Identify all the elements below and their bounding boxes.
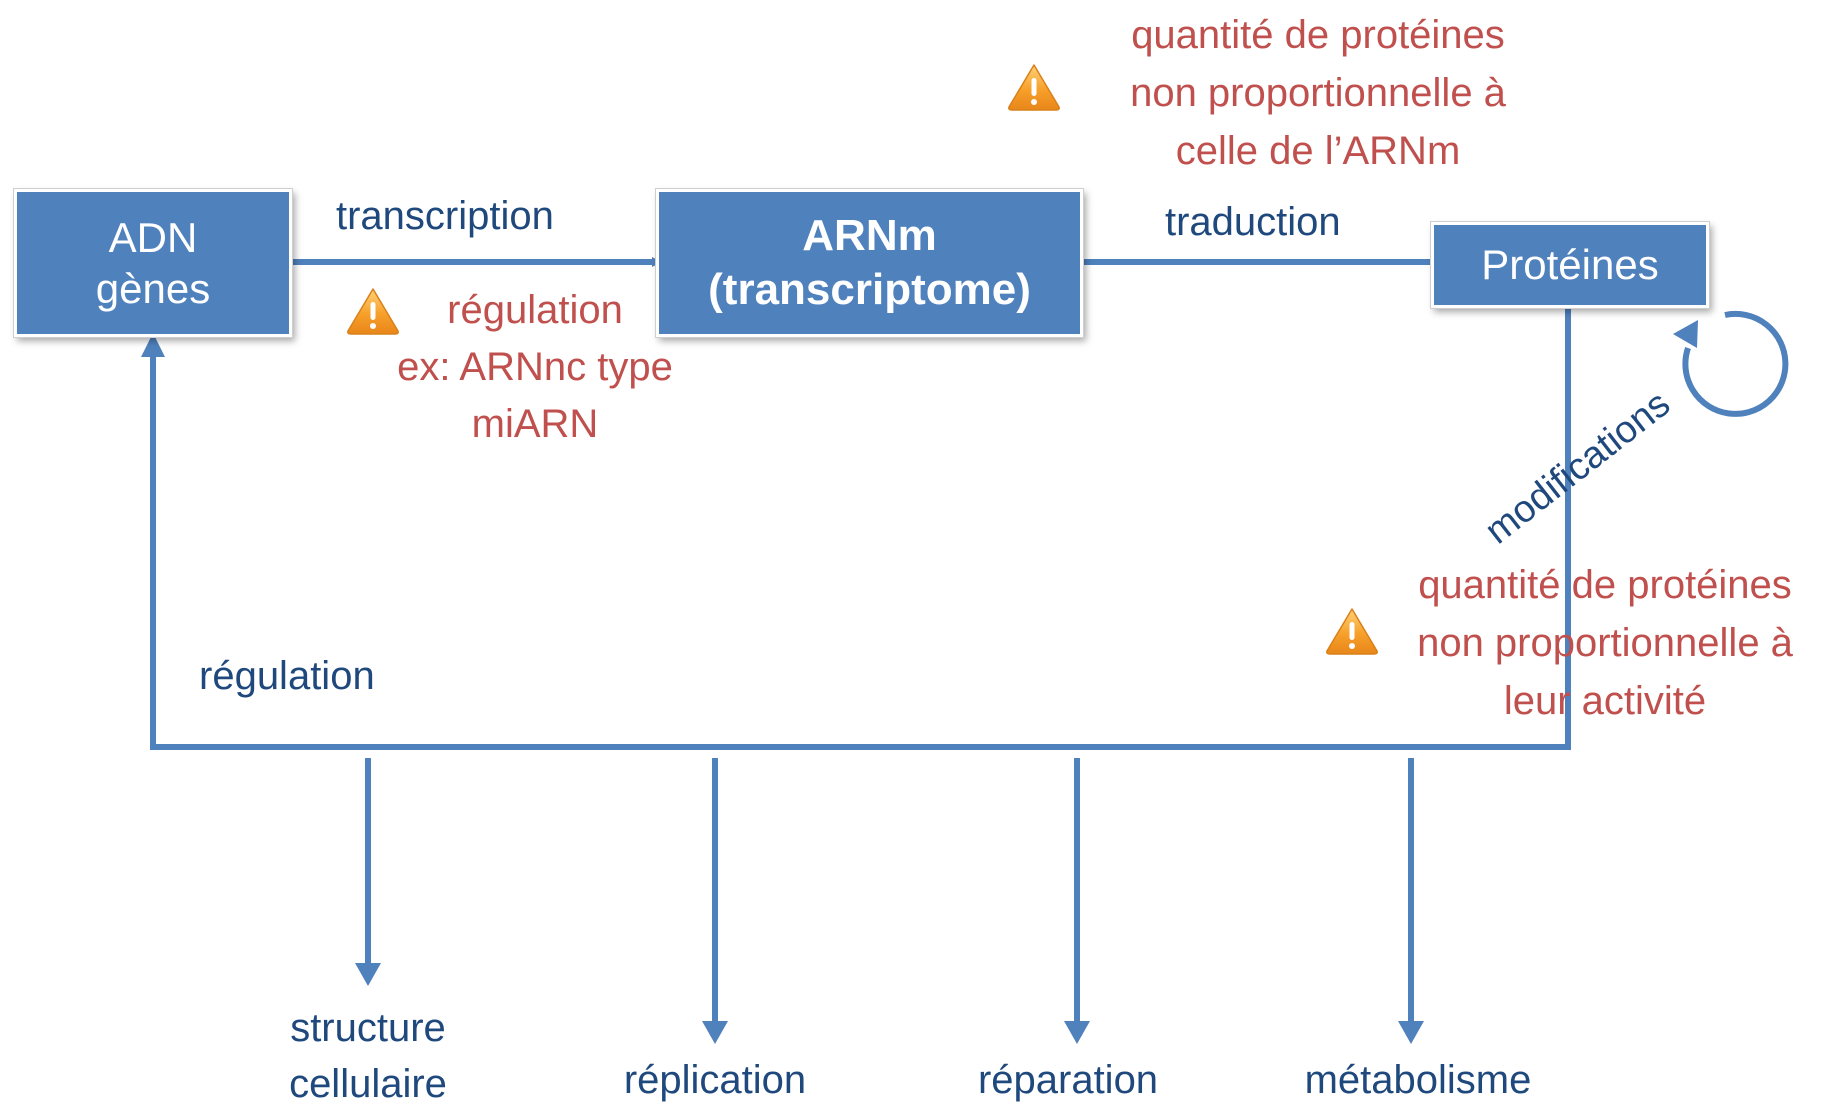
warning-text-activite: quantité de protéines non proportionnell… [1385, 556, 1824, 730]
warning-transcription-line3: miARN [471, 402, 599, 446]
node-proteines: Protéines [1431, 222, 1709, 308]
warning-transcription-line1: régulation [447, 288, 623, 332]
node-adn-line2: gènes [95, 265, 211, 312]
node-arnm-line2: (transcriptome) [708, 265, 1031, 314]
output-structure-label: structure cellulaire [248, 1000, 488, 1112]
warning-text-transcription: régulation ex: ARNnc type miARN [380, 282, 690, 453]
node-adn: ADN gènes [14, 189, 292, 337]
traduction-label: traduction [1165, 200, 1341, 244]
output-replication-label: réplication [623, 1058, 807, 1102]
output-arrows [355, 758, 1424, 1044]
warning-icon [1008, 64, 1060, 111]
node-arnm-line1: ARNm [802, 211, 937, 261]
warning-activite-line1: quantité de protéines [1418, 563, 1792, 607]
warning-text-traduction: quantité de protéines non proportionnell… [1098, 6, 1538, 180]
warning-activite-line2: non proportionnelle à [1417, 621, 1793, 665]
warning-traduction-line1: quantité de protéines [1131, 13, 1505, 57]
warning-traduction-line2: non proportionnelle à [1130, 71, 1506, 115]
output-metabolisme-label: métabolisme [1304, 1058, 1532, 1102]
output-structure-line2: cellulaire [289, 1062, 447, 1106]
warning-traduction-line3: celle de l’ARNm [1175, 129, 1461, 173]
transcription-label: transcription [336, 194, 554, 238]
warning-transcription-line2: ex: ARNnc type [397, 345, 673, 389]
warning-icon [1326, 608, 1378, 655]
output-reparation-label: réparation [977, 1058, 1159, 1102]
node-proteines-label: Protéines [1481, 241, 1659, 289]
node-adn-line1: ADN [108, 213, 198, 261]
regulation-feedback-label: régulation [199, 654, 375, 698]
modifications-loop-arrowhead [1673, 320, 1698, 348]
modifications-loop [1682, 310, 1789, 417]
output-structure-line1: structure [290, 1006, 446, 1050]
feedback-regulation-arrowhead [141, 333, 165, 357]
warning-activite-line3: leur activité [1503, 679, 1707, 723]
feedback-regulation-line [150, 302, 1571, 750]
node-arnm: ARNm (transcriptome) [656, 189, 1083, 337]
warning-icon [347, 288, 399, 335]
